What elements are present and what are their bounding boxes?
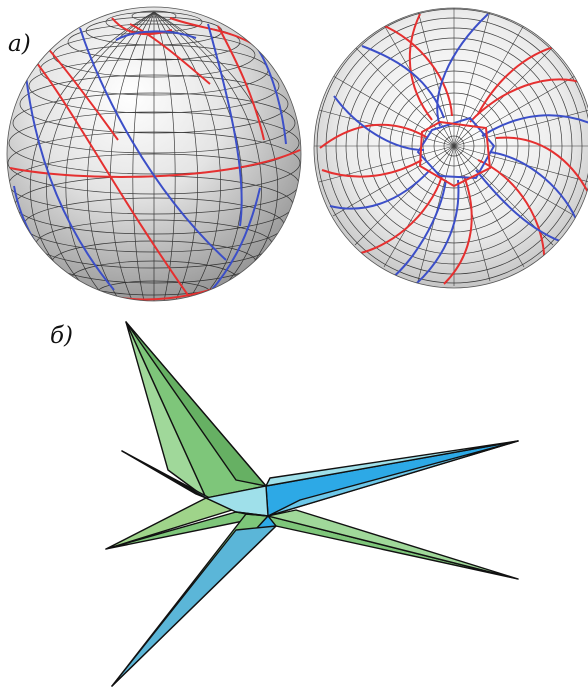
sphere-a-grid [7, 10, 301, 301]
sphere-side-view [6, 6, 302, 302]
star-polyhedron [105, 321, 519, 687]
panel-label-a: a) [8, 31, 31, 57]
sphere-b-spiral-curves [319, 13, 588, 285]
sphere-pole-view [313, 7, 588, 289]
panel-label-b: б) [50, 323, 74, 349]
